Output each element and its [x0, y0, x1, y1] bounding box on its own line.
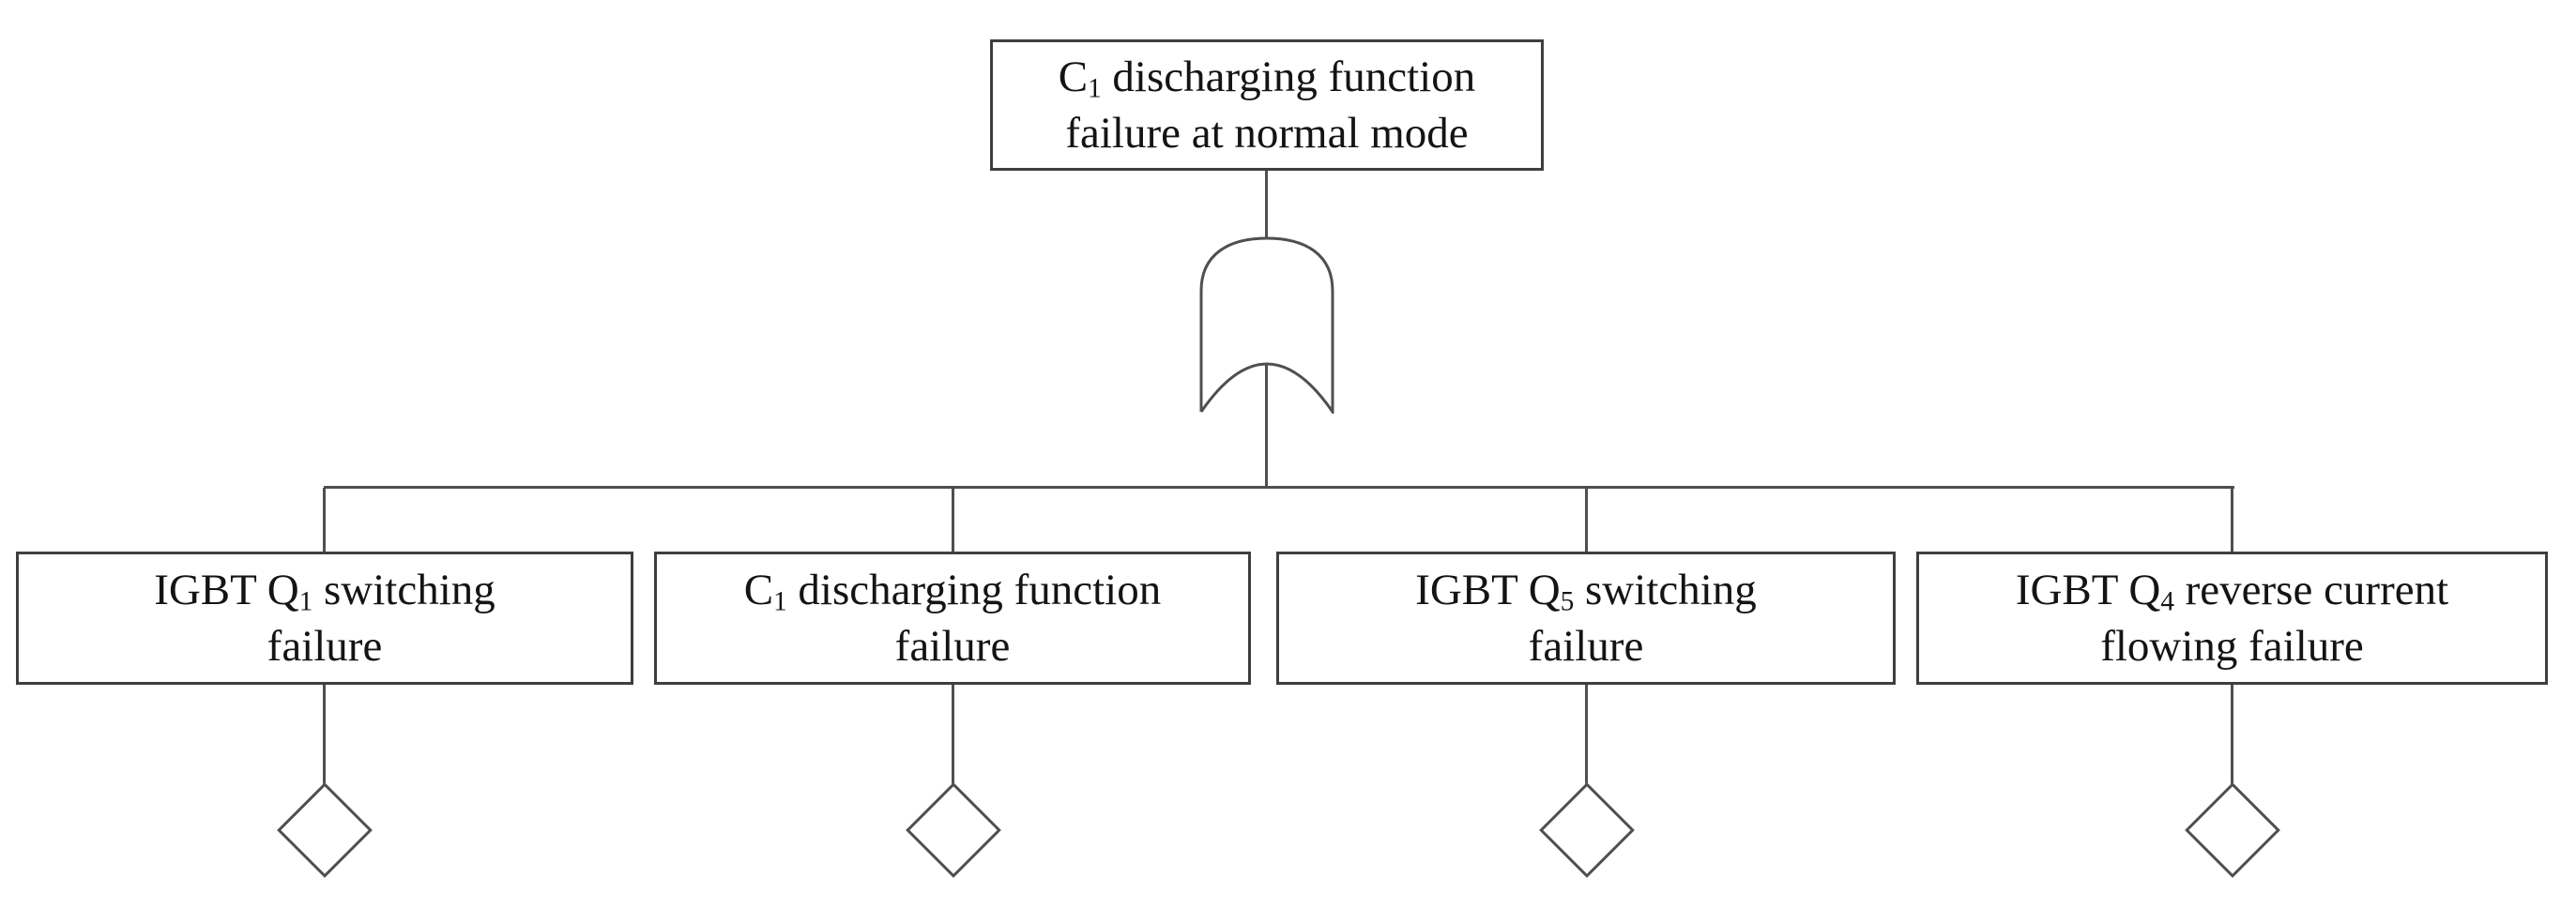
- root-event-box: C1 discharging function failure at norma…: [990, 39, 1544, 171]
- root-event-line2: failure at normal mode: [1065, 109, 1469, 158]
- event-2-subscript: 1: [773, 586, 787, 617]
- connector-gate-to-bus: [1265, 364, 1268, 489]
- connector-event-3-to-diamond: [1585, 685, 1588, 784]
- or-gate-icon: [1199, 236, 1334, 414]
- event-4-box: IGBT Q4 reverse current flowing failure: [1916, 552, 2548, 685]
- event-2-line1: C1 discharging function: [744, 562, 1161, 618]
- event-4-line1: IGBT Q4 reverse current: [2016, 562, 2448, 618]
- event-4-text: reverse current: [2173, 566, 2449, 614]
- event-3-text: IGBT Q: [1415, 566, 1561, 614]
- root-event-text: C: [1058, 53, 1089, 101]
- event-3-box: IGBT Q5 switching failure: [1276, 552, 1896, 685]
- event-1-line1: IGBT Q1 switching: [154, 562, 495, 618]
- event-4-line2: flowing failure: [2100, 622, 2364, 671]
- event-4-subscript: 4: [2160, 586, 2174, 617]
- undeveloped-event-diamond-icon-1: [277, 782, 373, 878]
- connector-root-to-gate: [1265, 171, 1268, 237]
- event-1-text: switching: [312, 566, 495, 614]
- event-1-line2: failure: [267, 622, 383, 671]
- event-1-subscript: 1: [298, 586, 313, 617]
- undeveloped-event-diamond-icon-2: [906, 782, 1001, 878]
- event-3-line2: failure: [1528, 622, 1644, 671]
- event-2-box: C1 discharging function failure: [654, 552, 1251, 685]
- event-3-text: switching: [1574, 566, 1757, 614]
- event-1-text: IGBT Q: [154, 566, 299, 614]
- connector-event-2-to-diamond: [952, 685, 954, 784]
- root-event-subscript: 1: [1088, 73, 1102, 104]
- root-event-line1: C1 discharging function: [1059, 49, 1475, 105]
- event-2-line2: failure: [894, 622, 1011, 671]
- event-3-subscript: 5: [1560, 586, 1575, 617]
- undeveloped-event-diamond-icon-3: [1539, 782, 1635, 878]
- event-2-text: C: [743, 566, 774, 614]
- connector-bus-to-event-3: [1585, 488, 1588, 552]
- branch-bus-line: [324, 486, 2234, 489]
- event-2-text: discharging function: [786, 566, 1162, 614]
- undeveloped-event-diamond-icon-4: [2185, 782, 2280, 878]
- event-1-box: IGBT Q1 switching failure: [16, 552, 633, 685]
- connector-event-4-to-diamond: [2231, 685, 2233, 784]
- connector-bus-to-event-1: [323, 488, 326, 552]
- connector-bus-to-event-2: [952, 488, 954, 552]
- event-3-line1: IGBT Q5 switching: [1415, 562, 1757, 618]
- event-4-text: IGBT Q: [2015, 566, 2161, 614]
- connector-bus-to-event-4: [2231, 488, 2233, 552]
- connector-event-1-to-diamond: [323, 685, 326, 784]
- root-event-text: discharging function: [1101, 53, 1476, 101]
